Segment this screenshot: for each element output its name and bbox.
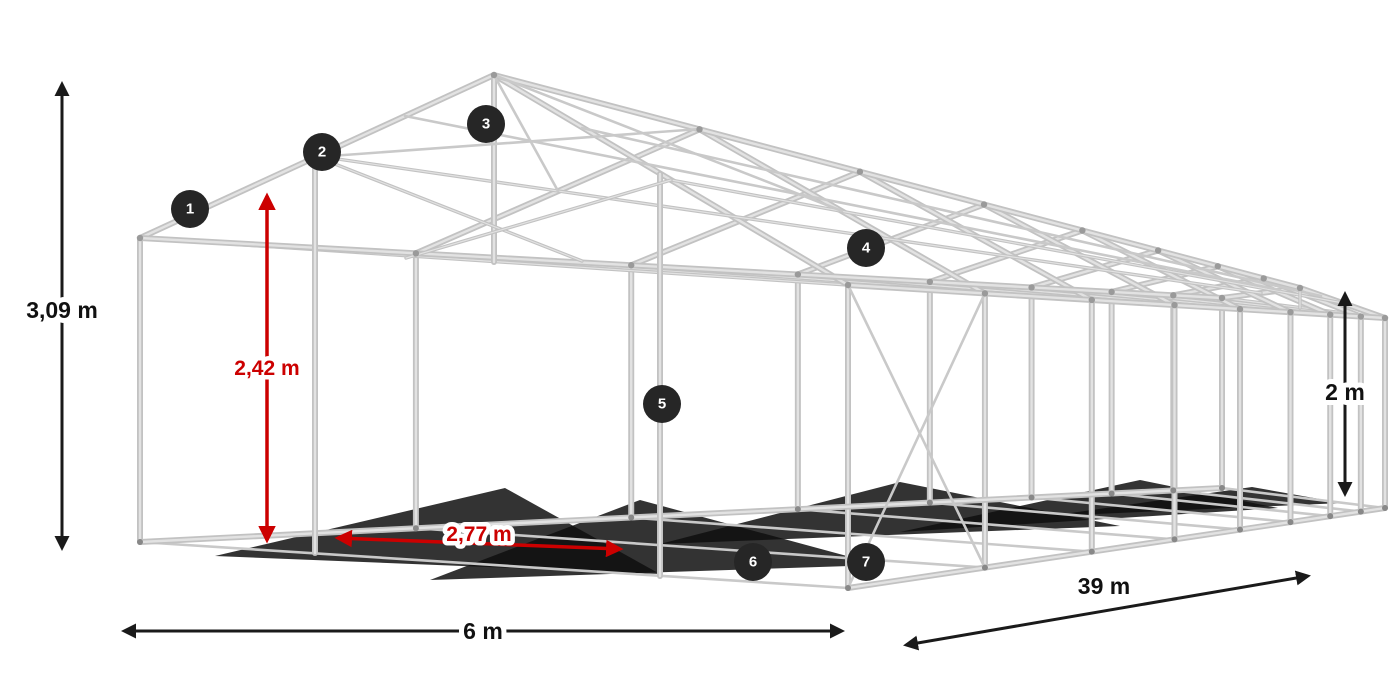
marker-7-circle [847,543,885,581]
marker-4: 4 [847,229,885,267]
dim-total-height: 3,09 m [21,81,103,551]
dim-width: 6 m [121,613,845,649]
marker-1-circle [171,190,209,228]
dim-total-height-label: 3,09 m [26,297,98,323]
marker-6-number: 6 [749,554,757,571]
marker-5: 5 [643,385,681,423]
marker-2-number: 2 [318,144,326,161]
part-markers: 1 2 3 4 5 6 7 [171,105,885,581]
dim-length-label: 39 m [1078,573,1130,599]
dim-entrance-height: 2,42 m [230,192,304,544]
marker-6: 6 [734,543,772,581]
marker-7-number: 7 [862,554,870,571]
marker-7: 7 [847,543,885,581]
dim-side-height-label: 2 m [1325,379,1365,405]
marker-5-number: 5 [658,396,666,413]
dim-side-height: 2 m [1320,291,1370,497]
dim-width-label: 6 m [463,618,503,644]
marker-3: 3 [467,105,505,143]
marker-2-circle [303,133,341,171]
dim-length: 39 m [903,568,1311,651]
dim-entrance-width-label: 2,77 m [446,523,511,546]
dimension-annotations: 3,09 m 6 m 39 m 2 m 2,42 m 2,77 m [21,81,1370,651]
dim-entrance-height-label: 2,42 m [234,357,299,380]
marker-2: 2 [303,133,341,171]
dim-length-arrow [903,570,1311,651]
marker-1: 1 [171,190,209,228]
marker-6-circle [734,543,772,581]
marker-3-circle [467,105,505,143]
marker-5-circle [643,385,681,423]
marker-4-number: 4 [862,240,871,257]
marker-4-circle [847,229,885,267]
dim-entrance-width: 2,77 m [334,519,624,558]
marker-3-number: 3 [482,116,490,133]
marker-1-number: 1 [186,201,194,218]
dim-entrance-width-arrow [334,529,624,558]
